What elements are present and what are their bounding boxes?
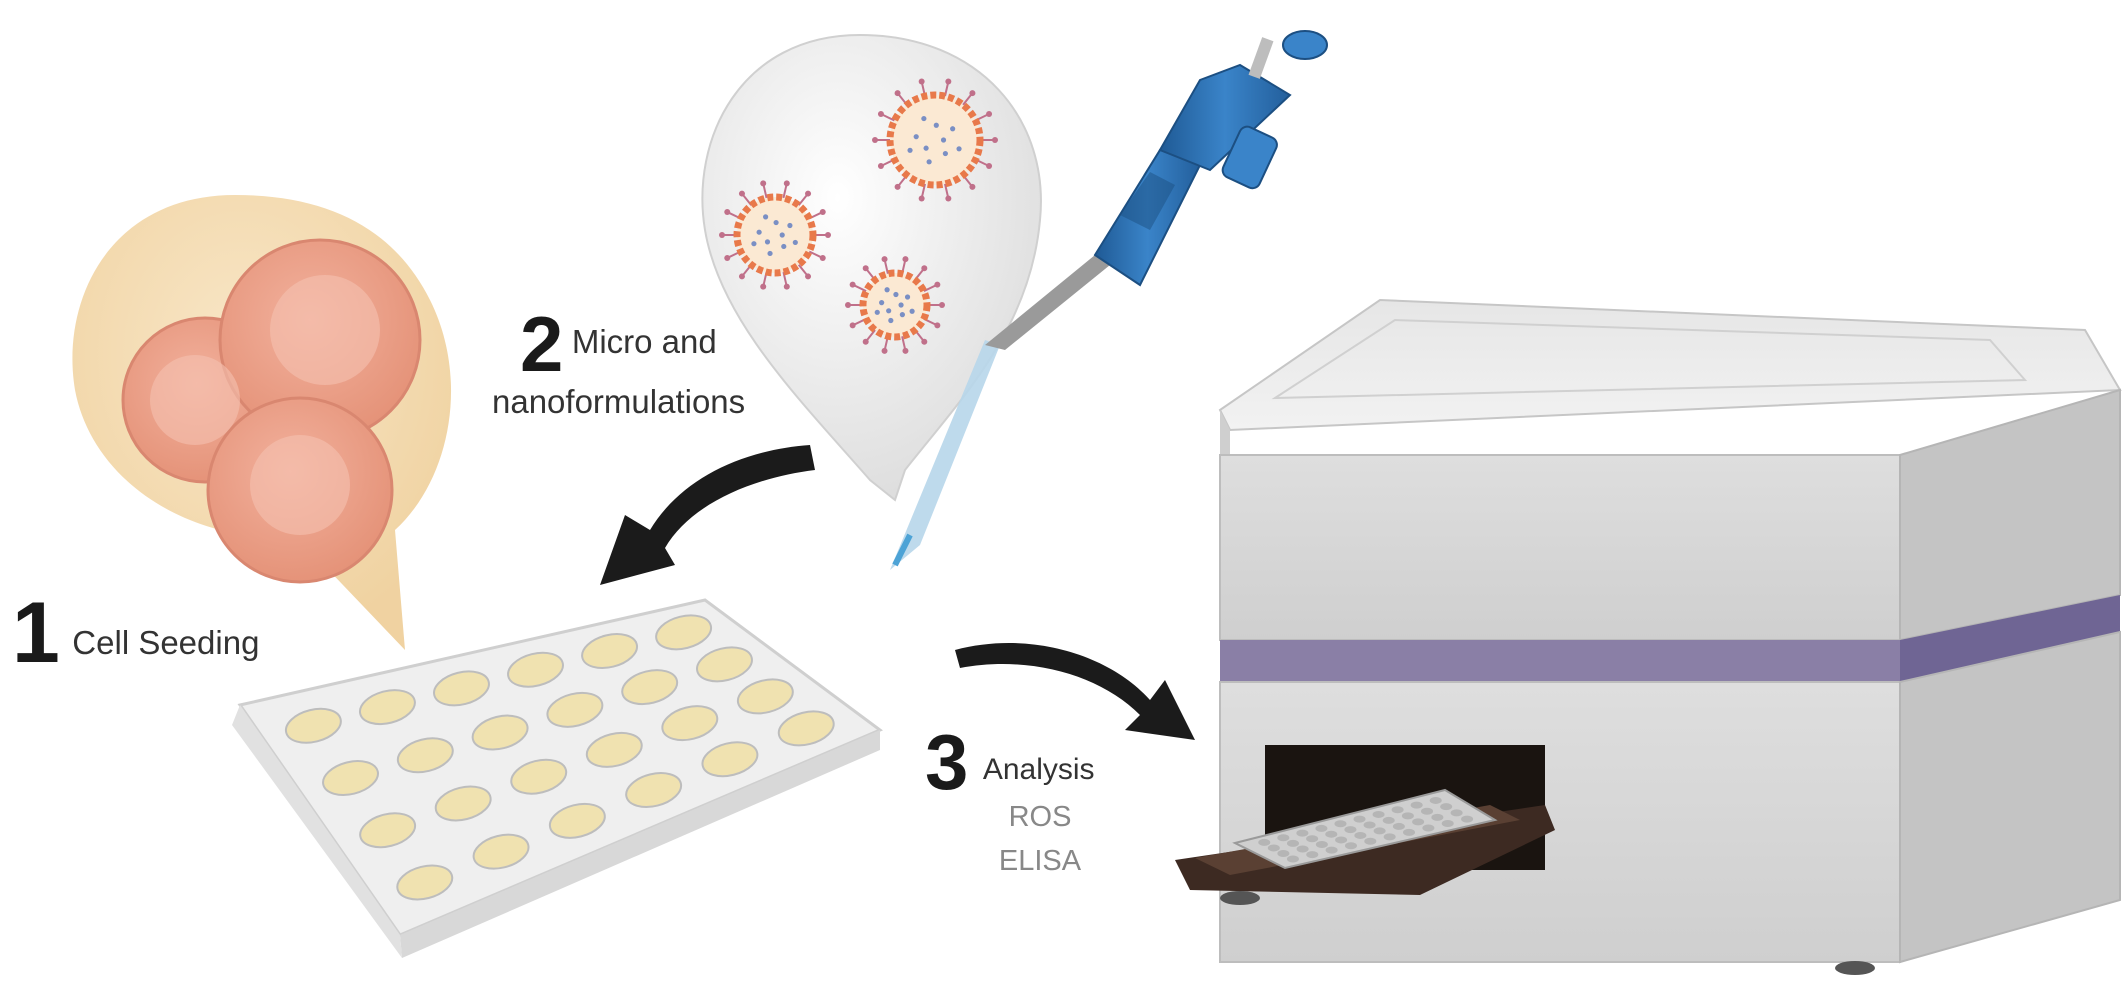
microwell xyxy=(1431,813,1444,821)
well xyxy=(548,802,606,839)
microwell xyxy=(1344,826,1357,834)
nanoparticle xyxy=(872,78,998,202)
well xyxy=(396,737,454,774)
microwell xyxy=(1325,846,1338,854)
microwell xyxy=(1364,837,1377,845)
well-plate-icon xyxy=(232,598,883,958)
microwell xyxy=(1286,855,1299,863)
microwell xyxy=(1335,836,1348,844)
microwell xyxy=(1392,822,1405,830)
microwell xyxy=(1258,838,1271,846)
well xyxy=(655,614,713,651)
well xyxy=(701,741,759,778)
well xyxy=(546,691,604,728)
well xyxy=(471,714,529,751)
microwell xyxy=(1277,849,1290,857)
microwell xyxy=(1353,815,1366,823)
microwell xyxy=(1410,801,1423,809)
well xyxy=(777,710,835,747)
microwell xyxy=(1306,851,1319,859)
curved-arrow-icon xyxy=(600,445,815,585)
microwell xyxy=(1422,824,1435,832)
microwell xyxy=(1344,842,1357,850)
well xyxy=(696,646,753,683)
microwell xyxy=(1315,824,1328,832)
microwell xyxy=(1403,828,1416,836)
well xyxy=(585,731,643,768)
well xyxy=(472,833,530,870)
pipette-icon xyxy=(890,30,1328,570)
well xyxy=(625,772,683,808)
well xyxy=(510,758,568,795)
well xyxy=(661,705,719,742)
well xyxy=(507,651,564,688)
step-1-label: 1 Cell Seeding xyxy=(12,590,259,676)
microwell xyxy=(1372,810,1385,818)
microwell xyxy=(1334,820,1347,828)
step-3-label: 3 Analysis xyxy=(925,723,1095,801)
step-3-text: Analysis xyxy=(982,753,1095,786)
microwell xyxy=(1421,807,1434,815)
step-1-text: Cell Seeding xyxy=(72,624,260,661)
well xyxy=(359,812,417,849)
microwell xyxy=(1373,827,1386,835)
method-elisa: ELISA xyxy=(998,845,1082,877)
method-ros: ROS xyxy=(1008,801,1072,833)
microwell xyxy=(1429,796,1442,804)
microwell xyxy=(1363,821,1376,829)
microwell xyxy=(1412,818,1425,826)
curved-arrow-icon xyxy=(955,643,1195,740)
microwell xyxy=(1461,815,1474,823)
microwell xyxy=(1354,831,1367,839)
step-1-number: 1 xyxy=(12,585,60,681)
well xyxy=(396,864,454,901)
well xyxy=(736,678,794,715)
step-2-label: 2 Micro and xyxy=(520,305,717,383)
plate-reader-icon xyxy=(1175,298,2122,975)
microwell xyxy=(1383,833,1396,841)
well xyxy=(434,785,492,822)
microwell xyxy=(1391,806,1404,814)
step-3-number: 3 xyxy=(925,718,969,806)
well xyxy=(581,633,639,669)
microwell xyxy=(1315,840,1328,848)
well xyxy=(322,760,379,796)
microwell xyxy=(1306,835,1319,843)
well xyxy=(433,670,490,707)
microwell xyxy=(1382,816,1395,824)
nanoparticle xyxy=(845,256,945,354)
well xyxy=(621,669,679,706)
well xyxy=(284,707,342,744)
microplate-icon xyxy=(1232,788,1498,870)
cell-cluster-icon xyxy=(72,195,452,650)
microwell xyxy=(1325,830,1338,838)
microwell xyxy=(1296,845,1309,853)
step-2-text-line1: Micro and xyxy=(571,323,717,360)
nanoparticle-icon xyxy=(701,33,1042,502)
nanoparticle xyxy=(719,180,831,290)
microwell xyxy=(1277,834,1290,842)
microwell xyxy=(1440,803,1453,811)
step-2-text-line2: nanoformulations xyxy=(492,383,746,420)
well xyxy=(358,689,416,726)
microwell xyxy=(1450,809,1463,817)
microwell xyxy=(1296,829,1309,837)
microwell xyxy=(1286,839,1299,847)
microwell xyxy=(1441,820,1454,828)
microwell xyxy=(1401,812,1414,820)
step-2-number: 2 xyxy=(520,300,564,388)
microwell xyxy=(1267,844,1280,852)
